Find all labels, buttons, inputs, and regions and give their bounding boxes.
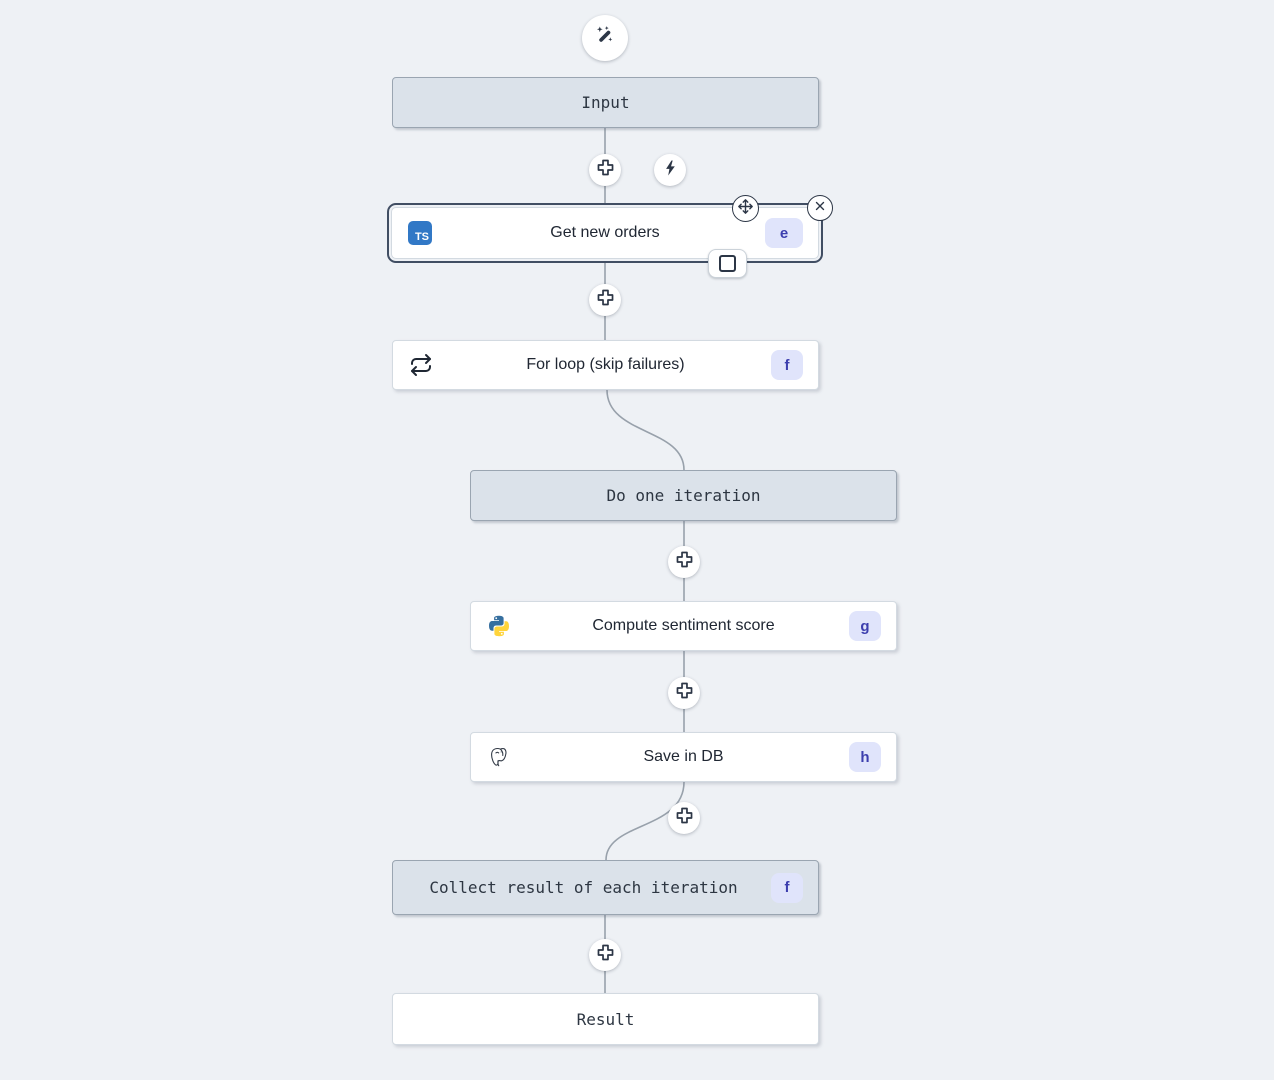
plus-icon bbox=[675, 806, 694, 830]
add-step-button[interactable] bbox=[589, 154, 621, 186]
step-id-badge: f bbox=[771, 872, 803, 903]
step-id-badge: e bbox=[765, 218, 803, 248]
flow-node-result[interactable]: Result bbox=[392, 993, 819, 1045]
flow-node-collect-result[interactable]: Collect result of each iteration f bbox=[392, 860, 819, 915]
python-icon bbox=[486, 613, 512, 639]
flow-node-do-one-iteration[interactable]: Do one iteration bbox=[470, 470, 897, 521]
flow-node-compute-sentiment-score[interactable]: Compute sentiment score g bbox=[470, 601, 897, 651]
stop-after-step-button[interactable] bbox=[708, 249, 747, 278]
step-id-badge: g bbox=[849, 611, 881, 641]
flow-node-get-new-orders-selection[interactable]: TS Get new orders e bbox=[387, 203, 823, 263]
plus-icon bbox=[675, 681, 694, 705]
lightning-icon bbox=[661, 159, 679, 182]
node-label: Result bbox=[576, 1009, 635, 1029]
plus-icon bbox=[596, 158, 615, 182]
plus-icon bbox=[675, 550, 694, 574]
loop-icon bbox=[408, 352, 434, 378]
add-trigger-button[interactable] bbox=[654, 154, 686, 186]
node-label: Compute sentiment score bbox=[592, 617, 775, 634]
postgresql-icon bbox=[486, 744, 512, 770]
add-step-button[interactable] bbox=[589, 939, 621, 971]
add-step-button[interactable] bbox=[589, 284, 621, 316]
close-icon bbox=[813, 199, 827, 218]
plus-icon bbox=[596, 943, 615, 967]
node-label: Collect result of each iteration bbox=[429, 878, 738, 897]
ai-flow-builder-button[interactable] bbox=[582, 15, 628, 61]
step-id-badge: h bbox=[849, 742, 881, 772]
flow-node-get-new-orders[interactable]: TS Get new orders e bbox=[391, 207, 819, 259]
flow-node-save-in-db[interactable]: Save in DB h bbox=[470, 732, 897, 782]
node-label: Input bbox=[581, 93, 630, 112]
node-label: Do one iteration bbox=[606, 486, 761, 505]
square-icon bbox=[719, 255, 736, 272]
typescript-icon: TS bbox=[407, 220, 433, 246]
magic-wand-icon bbox=[592, 23, 618, 54]
step-id-badge: f bbox=[771, 350, 803, 380]
node-label: Get new orders bbox=[550, 224, 660, 241]
flow-node-for-loop[interactable]: For loop (skip failures) f bbox=[392, 340, 819, 390]
add-step-button[interactable] bbox=[668, 546, 700, 578]
flow-node-input[interactable]: Input bbox=[392, 77, 819, 128]
remove-node-button[interactable] bbox=[807, 195, 833, 221]
node-label: For loop (skip failures) bbox=[526, 356, 685, 373]
move-node-button[interactable] bbox=[732, 195, 759, 222]
add-step-button[interactable] bbox=[668, 802, 700, 834]
node-label: Save in DB bbox=[643, 748, 724, 765]
add-step-button[interactable] bbox=[668, 677, 700, 709]
plus-icon bbox=[596, 288, 615, 312]
move-icon bbox=[737, 198, 754, 220]
